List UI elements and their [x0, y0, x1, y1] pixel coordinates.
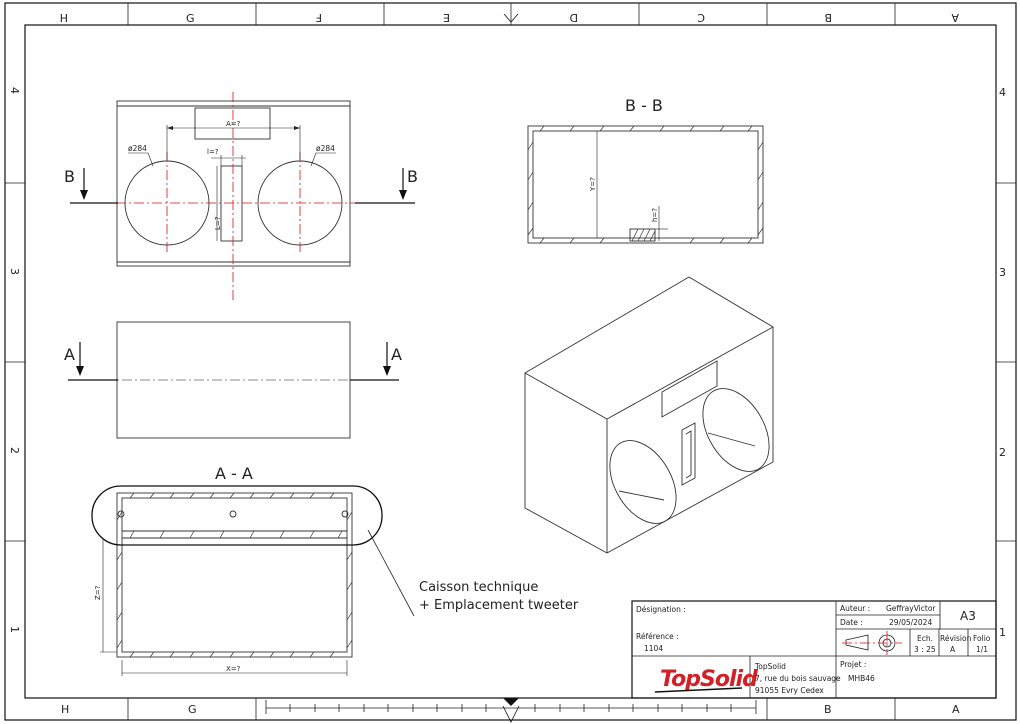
- isometric-view: [524, 276, 774, 554]
- designation-label: Désignation :: [636, 605, 686, 614]
- author-value: GeffrayVictor: [886, 604, 936, 613]
- revision-label: Révision: [940, 634, 972, 643]
- cut-label-a-right: A: [391, 345, 402, 364]
- zone-row-3-left: 3: [8, 268, 21, 275]
- zone-row-3-right: 3: [999, 266, 1006, 279]
- projection-symbol-icon: [842, 631, 902, 655]
- cut-label-b-left: B: [64, 167, 75, 186]
- cut-label-a-left: A: [64, 345, 75, 364]
- project-label: Projet :: [840, 660, 866, 669]
- top-view: A A: [64, 321, 402, 439]
- dim-z: Z=?: [94, 585, 102, 600]
- zone-col-f-top: F: [316, 11, 322, 24]
- format-value: A3: [960, 609, 976, 623]
- centering-mark-icon: [502, 705, 520, 723]
- zone-labels: H G F E D C B A H G B A 4 3 2 1 4 3 2 1: [8, 11, 1006, 716]
- dim-h: h=?: [651, 208, 659, 222]
- zone-col-a-bottom: A: [952, 703, 960, 716]
- zone-col-d-top: D: [570, 11, 578, 24]
- zone-row-4-right: 4: [999, 86, 1006, 99]
- author-label: Auteur :: [840, 604, 870, 613]
- dim-l-big: L=?: [214, 216, 222, 230]
- port-block: [629, 228, 656, 242]
- section-aa-view: A - A Z=?: [91, 464, 579, 676]
- company-address-1: 7, rue du bois sauvage: [755, 674, 841, 683]
- folio-label: Folio: [973, 634, 991, 643]
- zone-col-e-top: E: [443, 11, 450, 24]
- scale-value: 3 : 25: [914, 645, 936, 654]
- zone-col-g-top: G: [186, 12, 195, 25]
- top-centering-mark-icon: [503, 13, 519, 23]
- zone-col-h-bottom: H: [61, 703, 69, 716]
- zone-col-g-bottom: G: [188, 703, 197, 716]
- date-value: 29/05/2024: [889, 618, 932, 627]
- reference-value: 1104: [644, 644, 663, 653]
- scale-ruler: [265, 700, 757, 714]
- dim-y: Y=?: [589, 177, 597, 192]
- tech-chamber-outline: [91, 485, 383, 546]
- annotation-line2: + Emplacement tweeter: [419, 598, 579, 613]
- zone-row-2-right: 2: [999, 446, 1006, 459]
- cut-label-b-right: B: [407, 167, 418, 186]
- annotation-line1: Caisson technique: [419, 580, 538, 595]
- zone-row-4-left: 4: [8, 87, 21, 94]
- dim-diameter-left: ø284: [128, 144, 147, 153]
- project-value: MHB46: [848, 674, 875, 683]
- folio-value: 1/1: [976, 645, 988, 654]
- zone-row-1-left: 1: [8, 626, 21, 633]
- dim-a: A=?: [226, 120, 241, 128]
- zone-ticks: [5, 3, 1016, 720]
- reference-label: Référence :: [636, 632, 679, 641]
- revision-value: A: [950, 645, 956, 654]
- zone-col-b-top: B: [824, 11, 832, 24]
- port-slot: [220, 165, 243, 242]
- centering-arrow-icon: [503, 698, 519, 706]
- dim-diameter-right: ø284: [316, 144, 335, 153]
- iso-woofer-left: [609, 440, 677, 524]
- logo-text: TopSolid: [660, 667, 758, 692]
- company-name: TopSolid: [754, 662, 786, 671]
- outer-frame: [4, 2, 1017, 721]
- date-label: Date :: [840, 618, 863, 627]
- zone-row-2-left: 2: [8, 447, 21, 454]
- section-bb-view: B - B Y=? h=?: [527, 96, 764, 244]
- section-aa-title: A - A: [215, 464, 253, 483]
- topsolid-logo: TopSolid: [654, 667, 759, 693]
- zone-col-b-bottom: B: [824, 703, 832, 716]
- zone-col-a-top: A: [951, 11, 959, 24]
- dim-x: X=?: [226, 665, 241, 673]
- dim-l-small: l=?: [207, 148, 219, 156]
- zone-col-h-top: H: [60, 11, 68, 24]
- front-view: A=? l=? L=? ø284 ø284 B B: [64, 92, 418, 302]
- section-bb-title: B - B: [625, 96, 663, 115]
- iso-woofer-right: [702, 388, 770, 472]
- zone-col-c-top: C: [697, 11, 705, 24]
- company-address-2: 91055 Evry Cedex: [755, 686, 824, 695]
- title-block: Désignation : Référence : 1104 Auteur : …: [631, 600, 997, 699]
- zone-row-1-right: 1: [999, 626, 1006, 639]
- scale-label: Ech.: [917, 634, 933, 643]
